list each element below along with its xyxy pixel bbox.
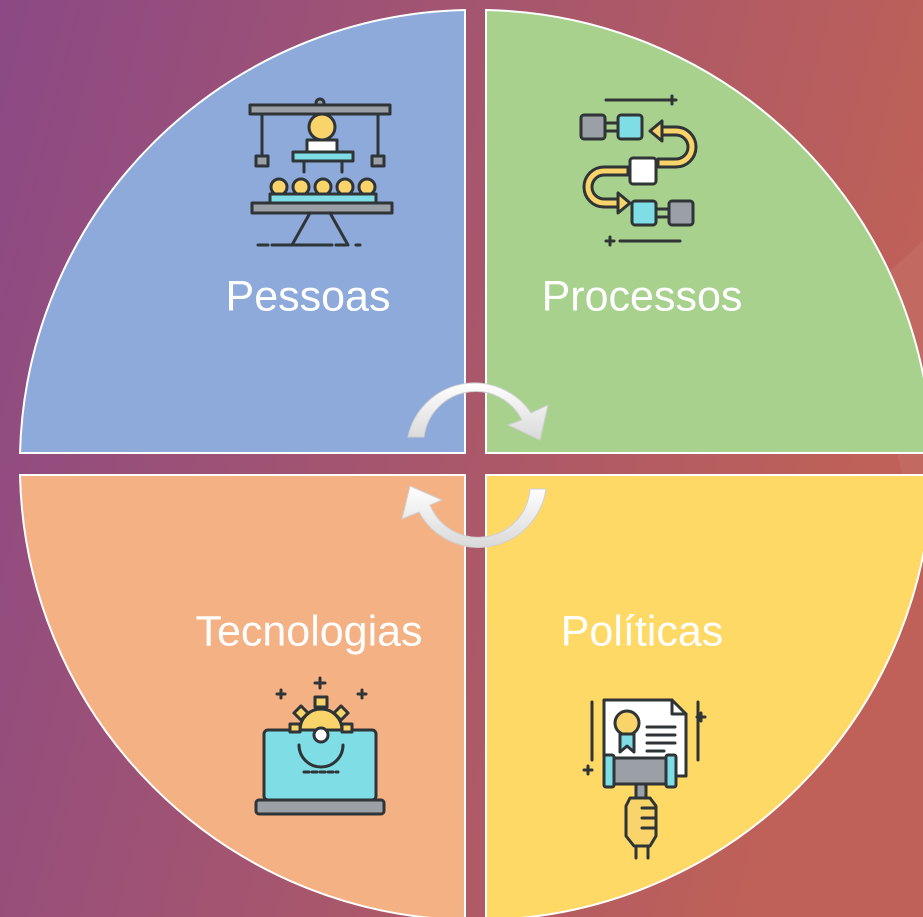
certificate-gavel-icon [582,698,707,860]
quadrant-politicas [485,474,923,917]
cycle-arrows-icon [401,382,549,548]
quadrant-label-tecnologias: Tecnologias [195,607,423,656]
quadrant-label-politicas: Políticas [560,607,724,656]
laptop-gear-icon [254,676,386,816]
cycle-arrow-top [407,382,549,441]
presentation-audience-icon [248,97,394,247]
cycle-arrow-bottom [401,485,547,548]
quadrant-pessoas [18,8,466,454]
process-flow-icon [579,94,698,247]
quadrant-label-processos: Processos [541,272,743,321]
quadrant-label-pessoas: Pessoas [225,272,391,321]
